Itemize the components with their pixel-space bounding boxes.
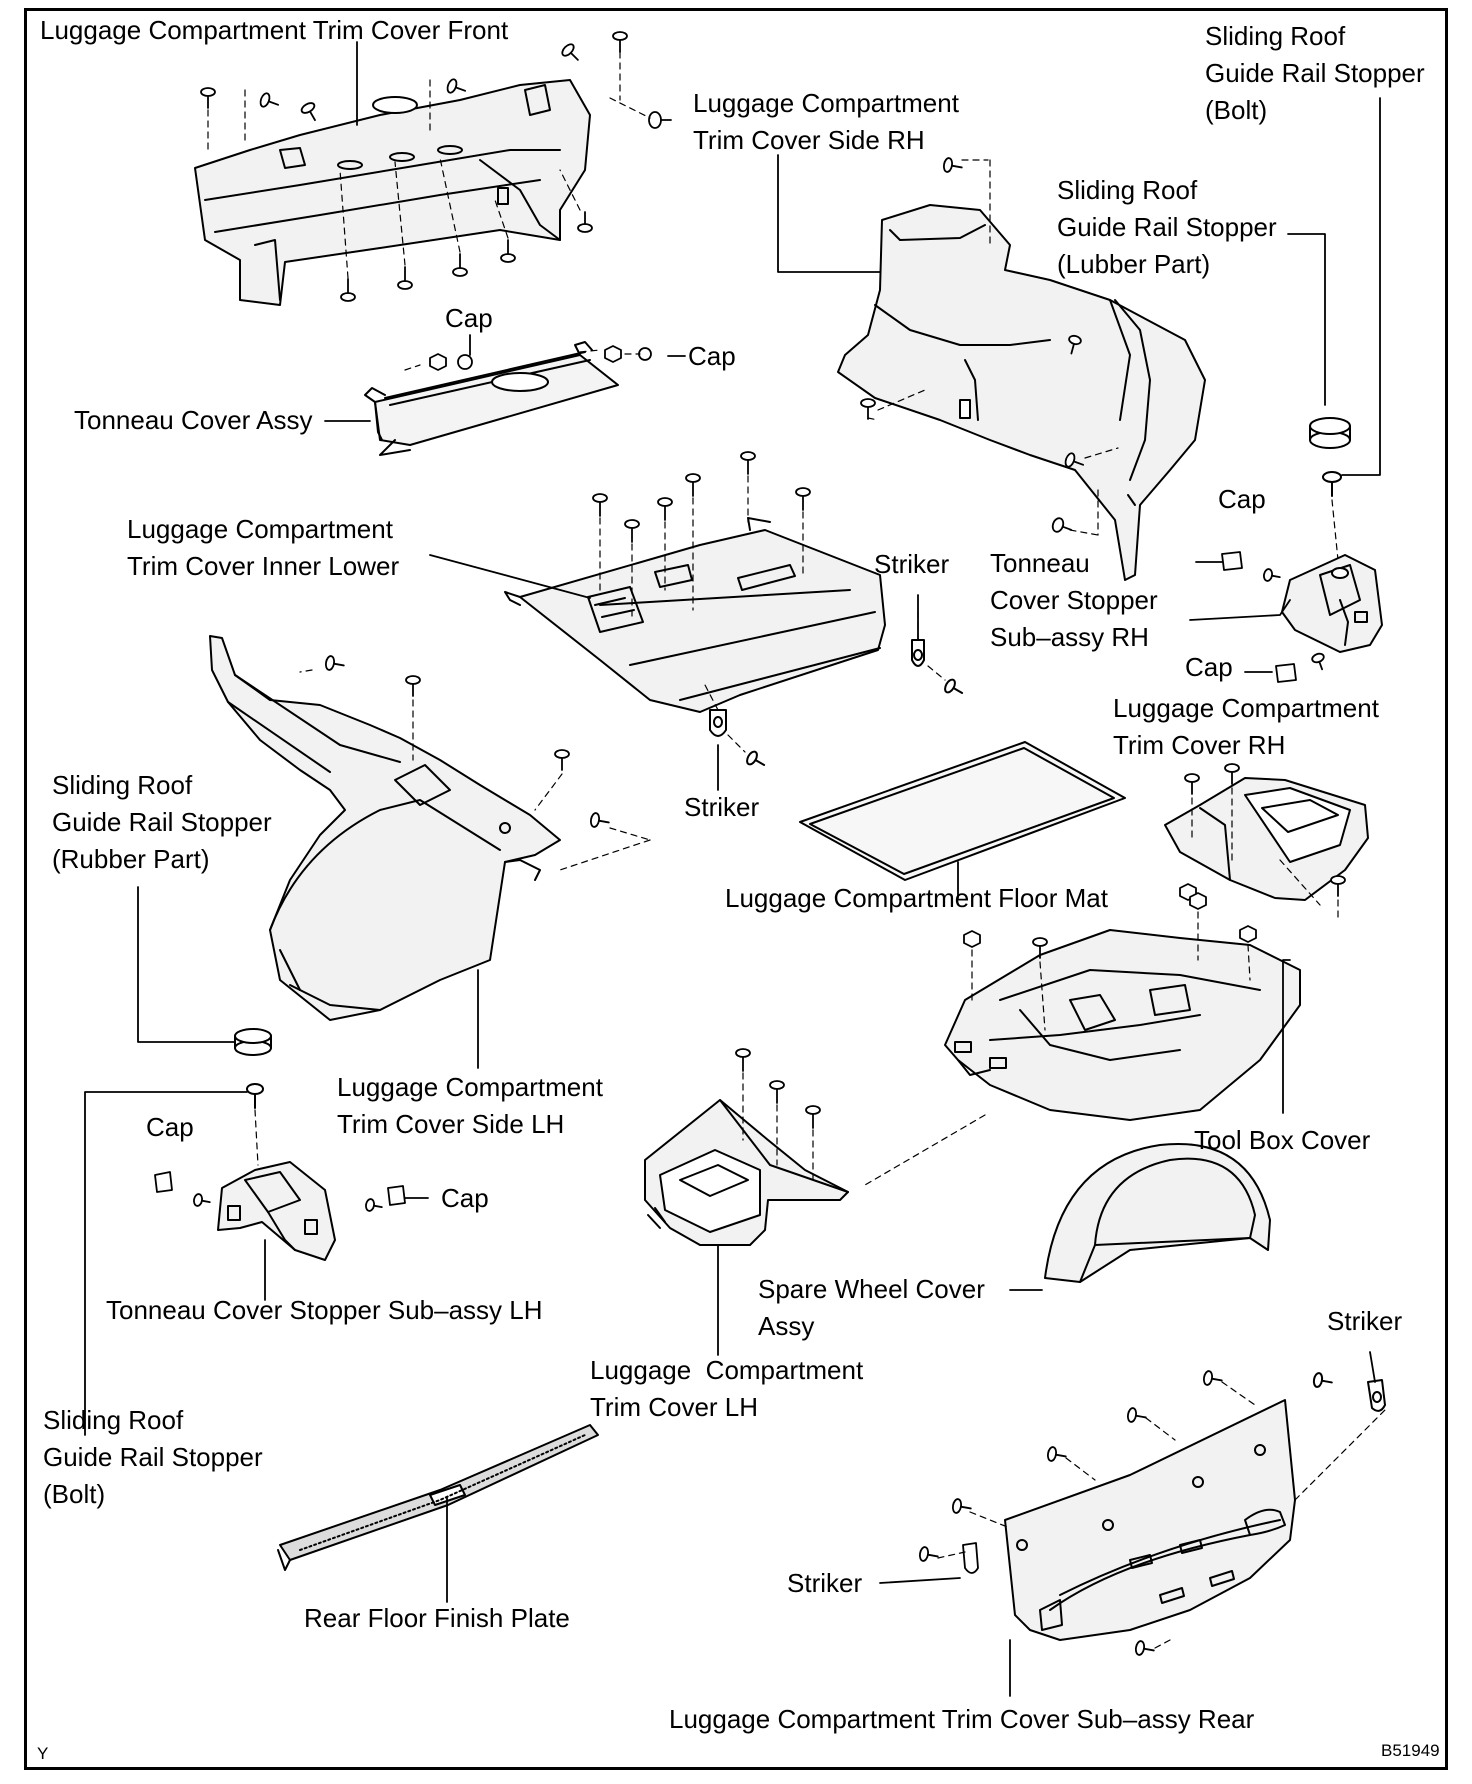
label-sr-bolt-rh-line3: (Bolt) <box>1205 95 1268 125</box>
rear-floor-finish-plate-part <box>277 1424 599 1571</box>
label-sr-lubber-line1: Sliding Roof <box>1057 175 1198 205</box>
trim-cover-inner-lower-part <box>504 517 886 713</box>
diagram-frame <box>24 8 1448 1770</box>
tonneau-dashed-guides <box>404 349 641 371</box>
label-sr-bolt-rh-line1: Sliding Roof <box>1205 21 1346 51</box>
tonneau-cover-assy-part <box>364 341 619 456</box>
label-sr-rubber-lh-line1: Sliding Roof <box>52 770 193 800</box>
trim-cover-side-rh-part <box>837 204 1206 581</box>
label-sr-rubber-lh-line2: Guide Rail Stopper <box>52 807 272 837</box>
label-trim-lh-line1: Luggage Compartment <box>590 1355 864 1385</box>
trim-rear-dashed-guides <box>937 1381 1386 1649</box>
label-trim-cover-front: Luggage Compartment Trim Cover Front <box>40 15 509 45</box>
floor-mat-part <box>799 741 1126 881</box>
corner-mark: Y <box>37 1744 49 1763</box>
label-striker-middle: Striker <box>684 792 760 822</box>
label-sr-lubber-line2: Guide Rail Stopper <box>1057 212 1277 242</box>
trim-lh-screws <box>735 1048 821 1129</box>
label-trim-cover-rear: Luggage Compartment Trim Cover Sub–assy … <box>669 1704 1255 1734</box>
label-trim-lh-line2: Trim Cover LH <box>590 1392 759 1422</box>
striker-middle-part <box>709 709 766 766</box>
figure-code: B51949 <box>1381 1741 1440 1760</box>
tonneau-stopper-lh-part <box>217 1161 336 1261</box>
tonneau-stopper-rh-fasteners <box>1221 551 1325 683</box>
label-sr-lubber-line3: (Lubber Part) <box>1057 249 1211 279</box>
label-sr-bolt-lh-line1: Sliding Roof <box>43 1405 184 1435</box>
label-striker-lower: Striker <box>787 1568 863 1598</box>
label-tonneau-stopper-rh-line3: Sub–assy RH <box>990 622 1149 652</box>
sr-stopper-rh-parts <box>1309 417 1351 497</box>
label-trim-rh-line1: Luggage Compartment <box>1113 693 1379 723</box>
label-tonneau-stopper-lh: Tonneau Cover Stopper Sub–assy LH <box>106 1295 543 1325</box>
label-inner-lower-line1: Luggage Compartment <box>127 514 393 544</box>
tool-box-cover-part <box>944 929 1301 1121</box>
label-sr-bolt-lh-line2: Guide Rail Stopper <box>43 1442 263 1472</box>
label-cap-lh-right: Cap <box>441 1183 489 1213</box>
trim-front-screws <box>200 31 672 302</box>
label-spare-wheel-line2: Assy <box>758 1311 815 1341</box>
trim-front-dashed-guides <box>207 51 651 279</box>
label-floor-mat: Luggage Compartment Floor Mat <box>725 883 1108 913</box>
label-sr-bolt-rh-line2: Guide Rail Stopper <box>1205 58 1425 88</box>
label-trim-side-rh-line2: Trim Cover Side RH <box>693 125 925 155</box>
sr-stopper-rh-dashed <box>1331 499 1339 561</box>
trim-cover-lh-part <box>644 1099 849 1246</box>
trim-cover-side-lh-part <box>209 635 561 1021</box>
trim-lh-dashed-guides <box>742 1072 814 1181</box>
label-cap-top-center: Cap <box>445 303 493 333</box>
label-tool-box-cover: Tool Box Cover <box>1194 1125 1371 1155</box>
striker-right-part <box>1312 1372 1386 1412</box>
label-cap-lh-left: Cap <box>146 1112 194 1142</box>
tool-box-dashed-guides <box>864 911 1251 1186</box>
trim-rear-fasteners <box>918 1370 1223 1656</box>
sr-stopper-lh-dashed <box>254 1109 259 1166</box>
trim-cover-rear-part <box>1004 1399 1296 1641</box>
label-trim-side-rh-line1: Luggage Compartment <box>693 88 959 118</box>
trim-side-rh-dashed-guides <box>867 159 1119 536</box>
trim-side-rh-fasteners <box>860 157 1085 533</box>
label-tonneau-stopper-rh-line1: Tonneau <box>990 548 1090 578</box>
label-striker-right: Striker <box>1327 1306 1403 1336</box>
label-inner-lower-line2: Trim Cover Inner Lower <box>127 551 400 581</box>
label-cap-rh-upper: Cap <box>1218 484 1266 514</box>
label-trim-side-lh-line2: Trim Cover Side LH <box>337 1109 565 1139</box>
trim-cover-front-part <box>194 79 591 306</box>
label-spare-wheel-line1: Spare Wheel Cover <box>758 1274 985 1304</box>
sr-stopper-lh-parts <box>234 1028 272 1109</box>
trim-cover-rh-part <box>1164 777 1369 901</box>
tool-box-nuts <box>963 892 1257 959</box>
label-trim-rh-line2: Trim Cover RH <box>1113 730 1286 760</box>
striker-upper-part <box>911 639 964 694</box>
label-sr-rubber-lh-line3: (Rubber Part) <box>52 844 210 874</box>
label-tonneau-stopper-rh-line2: Cover Stopper <box>990 585 1158 615</box>
tonneau-stopper-rh-part <box>1281 554 1383 653</box>
inner-lower-dashed-guides <box>599 475 804 621</box>
label-trim-side-lh-line1: Luggage Compartment <box>337 1072 603 1102</box>
leader-lines <box>84 41 1381 1697</box>
trim-side-lh-dashed-guides <box>299 669 651 871</box>
label-sr-bolt-lh-line3: (Bolt) <box>43 1479 106 1509</box>
tonneau-stopper-lh-fasteners <box>154 1171 406 1212</box>
trim-side-lh-fasteners <box>324 655 610 828</box>
label-striker-upper: Striker <box>874 549 950 579</box>
tonneau-caps-nuts <box>429 345 652 371</box>
inner-lower-screws <box>592 451 811 543</box>
trim-rh-dashed-guides <box>1191 787 1339 921</box>
label-cap-top-right: Cap <box>688 341 736 371</box>
label-tonneau-cover-assy: Tonneau Cover Assy <box>74 405 313 435</box>
spare-wheel-cover-part <box>1044 1143 1271 1283</box>
label-cap-rh-lower: Cap <box>1185 652 1233 682</box>
label-rear-floor-finish-plate: Rear Floor Finish Plate <box>304 1603 570 1633</box>
